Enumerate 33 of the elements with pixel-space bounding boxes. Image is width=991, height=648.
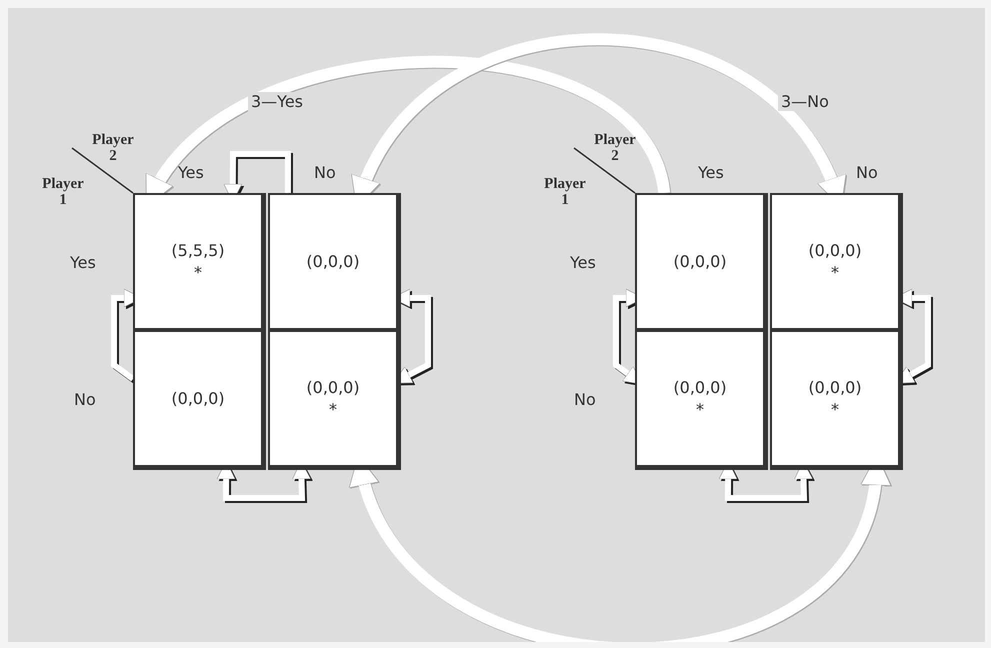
strategy-label: Yes (178, 163, 204, 182)
equilibrium-mark: * (831, 262, 839, 284)
payoff-cell (635, 330, 768, 470)
strategy-label: No (856, 163, 878, 182)
strategy-label: No (574, 390, 596, 409)
payoff-text: (0,0,0) (171, 388, 225, 410)
payoff-cell (268, 193, 401, 333)
payoff-cell (770, 330, 903, 470)
equilibrium-mark: * (831, 398, 839, 420)
strategy-label: Yes (698, 163, 724, 182)
payoff-text: (0,0,0) (808, 240, 862, 262)
payoff-text: (0,0,0) (306, 376, 360, 398)
payoff-text: (0,0,0) (306, 250, 360, 272)
player-label: Player 2 (593, 132, 637, 164)
player-label: Player 1 (543, 176, 587, 208)
strategy-label: Yes (70, 253, 96, 272)
payoff-cell (268, 330, 401, 470)
payoff-cell (133, 193, 266, 333)
player-label: Player 2 (91, 132, 135, 164)
payoff-text: (0,0,0) (673, 250, 727, 272)
payoff-text: (5,5,5) (171, 240, 225, 262)
equilibrium-mark: * (696, 398, 704, 420)
strategy-label: No (74, 390, 96, 409)
strategy-label: Yes (570, 253, 596, 272)
equilibrium-mark: * (194, 262, 202, 284)
payoff-cell (133, 330, 266, 470)
strategy-label: No (314, 163, 336, 182)
equilibrium-mark: * (329, 398, 337, 420)
player-label: Player 1 (41, 176, 85, 208)
payoff-text: (0,0,0) (808, 376, 862, 398)
payoff-cell (770, 193, 903, 333)
payoff-cell (635, 193, 768, 333)
payoff-text: (0,0,0) (673, 376, 727, 398)
